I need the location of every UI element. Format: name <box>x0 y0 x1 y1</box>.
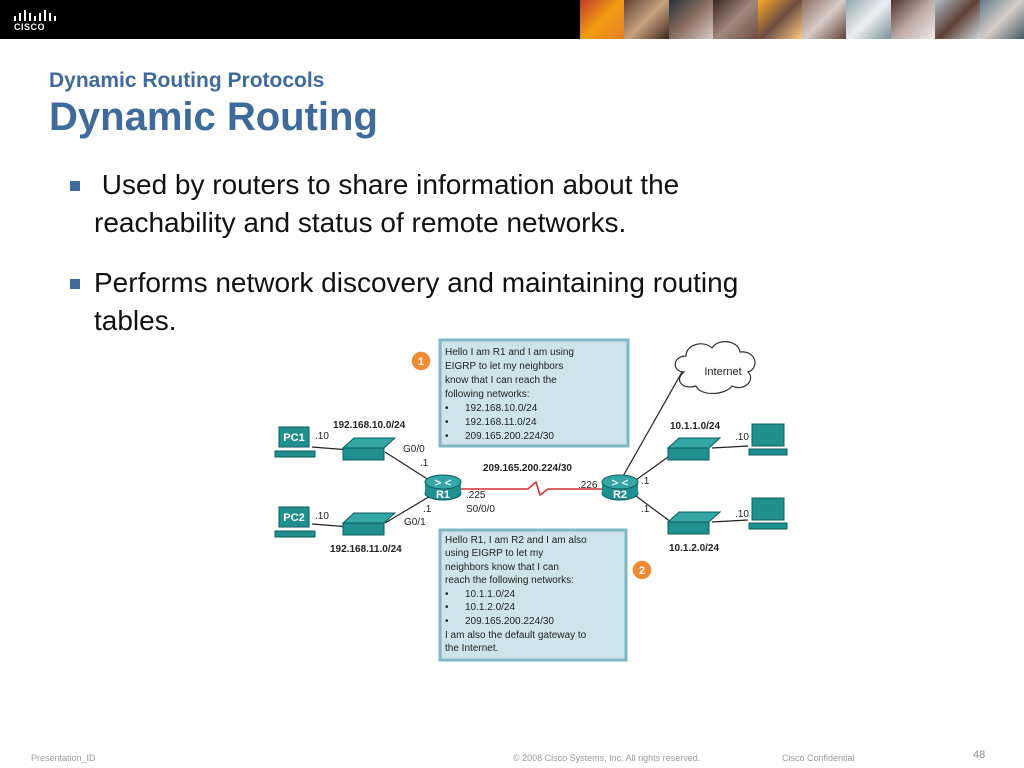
bullet-marker <box>70 279 80 289</box>
interface-ip: .1 <box>423 504 432 515</box>
router-icon <box>601 474 639 501</box>
photo-tile <box>713 0 758 39</box>
link-switch-pc-right-top <box>711 445 749 449</box>
photo-tile <box>668 0 714 39</box>
bullet-line: tables. <box>94 305 177 336</box>
photo-tile <box>890 0 936 39</box>
network-label: 10.1.2.0/24 <box>669 543 719 554</box>
internet-label: Internet <box>704 366 741 378</box>
bullet-line: Performs network discovery and maintaini… <box>94 267 739 298</box>
link-switch-r1-bottom <box>384 494 433 524</box>
callout-bullet: • <box>445 616 449 627</box>
callout-line: using EIGRP to let my <box>445 548 543 559</box>
callout-line: I am also the default gateway to <box>445 630 587 641</box>
pc-icon <box>748 497 788 530</box>
photo-tile <box>757 0 803 39</box>
host-address: .10 <box>735 432 749 443</box>
serial-link <box>460 480 606 497</box>
r2-label: R2 <box>613 489 627 501</box>
logo-text: CISCO <box>14 22 46 32</box>
r1-label: R1 <box>436 489 450 501</box>
pc2-label: PC2 <box>283 512 304 524</box>
photo-tile <box>802 0 847 39</box>
callout-line: know that I can reach the <box>445 375 557 386</box>
link-r2-internet <box>621 371 683 479</box>
pc-icon <box>274 506 316 538</box>
bullet-item: Performs network discovery and maintaini… <box>94 264 914 340</box>
router-icon <box>424 474 462 501</box>
host-address: .10 <box>735 509 749 520</box>
callout-bullet: • <box>445 589 449 600</box>
network-label: 192.168.11.0/24 <box>330 544 402 555</box>
callout-network: 192.168.11.0/24 <box>465 417 537 428</box>
callout-line: Hello R1, I am R2 and I am also <box>445 535 587 546</box>
callout-bullet: • <box>445 602 449 613</box>
pc-icon <box>274 426 316 458</box>
step-badge <box>631 559 653 581</box>
interface-ip: .225 <box>466 490 486 501</box>
network-label: 192.168.10.0/24 <box>333 420 406 431</box>
callout-network: 209.165.200.224/30 <box>465 616 554 627</box>
header-photo-strip <box>580 0 1024 39</box>
bullet-item: Used by routers to share information abo… <box>94 166 914 242</box>
switch-icon <box>666 511 722 535</box>
footer-presentation-id: Presentation_ID <box>31 753 96 763</box>
internet-cloud-icon <box>674 341 756 395</box>
photo-tile <box>624 0 669 39</box>
callout-line: reach the following networks: <box>445 575 574 586</box>
footer-confidential: Cisco Confidential <box>782 753 855 763</box>
callout-line: neighbors know that I can <box>445 562 559 573</box>
switch-icon <box>666 437 722 461</box>
callout-network: 192.168.10.0/24 <box>465 403 538 414</box>
step-badge-number: 2 <box>639 565 645 577</box>
interface-ip: .1 <box>420 458 429 469</box>
host-address: .10 <box>315 511 329 522</box>
interface-ip: .1 <box>641 476 650 487</box>
callout-bullet: • <box>445 417 449 428</box>
link-switch-pc-right-bottom <box>711 519 749 523</box>
callout-line: the Internet. <box>445 643 498 654</box>
callout-network: 10.1.2.0/24 <box>465 602 515 613</box>
network-label: 209.165.200.224/30 <box>483 463 572 474</box>
step-badge-number: 1 <box>418 356 424 368</box>
interface-label: S0/0/0 <box>466 504 495 515</box>
callout-network: 10.1.1.0/24 <box>465 589 515 600</box>
slide-title: Dynamic Routing <box>49 95 378 139</box>
top-banner: CISCO <box>0 0 1024 39</box>
callout-bullet: • <box>445 431 449 442</box>
switch-icon <box>341 512 397 536</box>
link-r2-switch-bottom <box>635 495 676 526</box>
callout-bullet: • <box>445 403 449 414</box>
photo-tile <box>935 0 980 39</box>
bullet-line: reachability and status of remote networ… <box>94 207 627 238</box>
pc-icon <box>748 423 788 456</box>
host-address: .10 <box>315 431 329 442</box>
interface-label: G0/1 <box>404 517 426 528</box>
step-badge <box>410 350 432 372</box>
interface-ip: .1 <box>641 504 650 515</box>
cisco-logo-icon <box>14 10 56 21</box>
photo-tile <box>979 0 1024 39</box>
callout-line: EIGRP to let my neighbors <box>445 361 563 372</box>
callout-line: following networks: <box>445 389 529 400</box>
callout-network: 209.165.200.224/30 <box>465 431 554 442</box>
footer-copyright: © 2008 Cisco Systems, Inc. All rights re… <box>513 753 701 763</box>
switch-icon <box>341 437 397 461</box>
link-switch-r1-top <box>384 451 433 483</box>
page-number: 48 <box>973 749 986 761</box>
bullet-line: Used by routers to share information abo… <box>94 169 680 200</box>
callout-r2: 2 Hello R1, I am R2 and I am also using … <box>438 528 653 662</box>
network-label: 10.1.1.0/24 <box>670 421 720 432</box>
interface-ip: .226 <box>578 480 598 491</box>
bullet-marker <box>70 181 80 191</box>
interface-label: G0/0 <box>403 444 425 455</box>
callout-line: Hello I am R1 and I am using <box>445 347 574 358</box>
pc1-label: PC1 <box>283 432 304 444</box>
slide-subtitle: Dynamic Routing Protocols <box>49 69 325 92</box>
photo-tile <box>846 0 891 39</box>
photo-tile <box>580 0 625 39</box>
callout-r1: 1 Hello I am R1 and I am using EIGRP to … <box>410 338 630 448</box>
